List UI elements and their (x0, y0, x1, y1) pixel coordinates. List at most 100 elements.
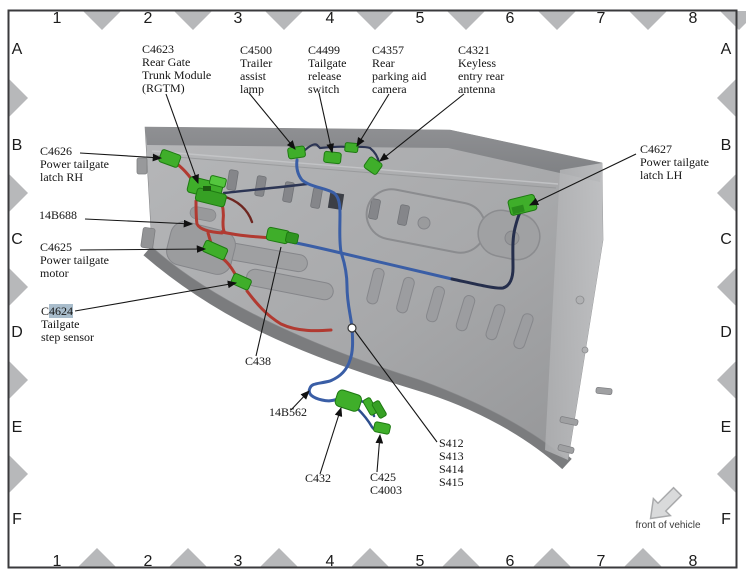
connector-c425-c4003 (373, 421, 391, 435)
grid-boundary-marker (9, 174, 28, 212)
connectors (158, 142, 538, 435)
grid-column-label-bottom: 6 (505, 553, 515, 570)
grid-row-label-left: A (11, 41, 23, 58)
harness-dark-to-latch-LH (450, 207, 524, 290)
connector-c4357 (344, 142, 359, 154)
grid-boundary-marker (169, 548, 207, 567)
tailgate-illustration (136, 126, 613, 470)
leader-c4500 (248, 92, 296, 150)
grid-column-label-bottom: 8 (688, 553, 698, 570)
grid-boundary-marker (351, 548, 389, 567)
grid-boundary-marker (442, 548, 480, 567)
connector-c432 (334, 389, 363, 412)
grid-row-label-left: D (11, 324, 23, 341)
callout-c425-c4003: C425 C4003 (370, 470, 403, 497)
grid-boundary-marker (9, 268, 28, 306)
connector-c4500 (287, 145, 306, 160)
leader-c432 (319, 406, 343, 475)
harness-dark-link (222, 182, 309, 195)
grid-row-label-right: F (721, 511, 731, 528)
grid-column-label-top: 5 (415, 10, 425, 27)
tailgate-right-face (545, 163, 603, 460)
connector-s412-splices (362, 397, 387, 419)
leader-s412 (354, 330, 438, 443)
leader-c4499 (318, 92, 334, 154)
grid-boundary-marker (717, 268, 736, 306)
grid-boundary-marker (447, 11, 485, 30)
callout-c4624-prefix: C (41, 304, 50, 318)
stamped-recesses (166, 188, 541, 301)
callout-c4626-latch-rh: C4626 Power tailgate latch RH (40, 144, 109, 184)
grid-row-label-right: A (720, 41, 732, 58)
grid-markers (9, 11, 746, 567)
grid-column-label-bottom: 4 (325, 553, 335, 570)
callout-c4357-rear-parking-aid-camera: C4357 Rear parking aid camera (372, 43, 427, 96)
grid-row-label-left: E (11, 419, 23, 436)
grid-boundary-marker (533, 548, 571, 567)
grid-row-label-right: D (720, 324, 732, 341)
grid-boundary-marker (9, 455, 28, 493)
callout-14B562-harness: 14B562 (269, 405, 308, 419)
grid-row-label-left: F (12, 511, 22, 528)
grid-column-label-top: 7 (596, 10, 606, 27)
leader-c425 (375, 433, 384, 473)
harness-blue-14B562-trunk (307, 250, 355, 403)
connector-c4625 (201, 239, 229, 261)
grid-boundary-marker (356, 11, 394, 30)
grid-column-label-top: 6 (505, 10, 515, 27)
connector-c4499 (323, 150, 342, 165)
callout-c4623-rgtm: C4623 Rear Gate Trunk Module (RGTM) (142, 42, 212, 95)
grid-boundary-marker (717, 361, 736, 399)
callout-c4321-keyless-entry-antenna: C4321 Keyless entry rear antenna (458, 43, 505, 96)
grid-column-label-bottom: 5 (415, 553, 425, 570)
callout-c4624-tailgate-step-sensor: C4624 Tailgate step sensor (41, 304, 94, 344)
grid-boundary-marker (174, 11, 212, 30)
grid-column-label-top: 2 (143, 10, 153, 27)
connector-c438 (265, 226, 300, 245)
grid-boundary-marker (717, 79, 736, 117)
leader-c4626 (79, 152, 163, 162)
leader-14B562 (290, 390, 310, 411)
callout-c4624-desc: Tailgate step sensor (41, 317, 94, 344)
grid-boundary-marker (717, 455, 736, 493)
grid-row-label-left: C (11, 231, 23, 248)
callout-c4500-trailer-assist-lamp: C4500 Trailer assist lamp (240, 43, 273, 96)
callout-c432: C432 (305, 471, 332, 485)
grid-boundary-marker (629, 11, 667, 30)
callout-c438: C438 (245, 354, 272, 368)
stamped-ribs-lower (366, 267, 534, 350)
grid-row-label-right: B (720, 137, 732, 154)
grid-boundary-marker (717, 174, 736, 212)
callout-c4625-power-tailgate-motor: C4625 Power tailgate motor (40, 240, 109, 280)
callout-c4499-tailgate-release-switch: C4499 Tailgate release switch (308, 43, 347, 96)
callout-c4624-selected-text[interactable]: 4624 (49, 304, 74, 318)
grid-column-label-top: 8 (688, 10, 698, 27)
connector-c4321 (363, 156, 383, 175)
leader-lines (74, 92, 637, 475)
grid-column-label-top: 4 (325, 10, 335, 27)
grid-boundary-marker (624, 548, 662, 567)
grid-boundary-marker (265, 11, 303, 30)
front-of-vehicle-arrow-icon (649, 486, 683, 520)
leader-c4357 (356, 93, 390, 147)
leader-c4627 (529, 153, 637, 206)
connector-c4624 (230, 273, 252, 291)
leader-14B688 (84, 218, 194, 228)
grid-column-label-bottom: 2 (143, 553, 153, 570)
tailgate-top-rail (145, 127, 602, 182)
grid-boundary-marker (720, 11, 746, 30)
grid-column-label-top: 1 (52, 10, 62, 27)
leader-c4625 (79, 245, 207, 253)
splice-location-marker (347, 323, 357, 333)
front-of-vehicle-label: front of vehicle (635, 520, 701, 531)
grid-boundary-marker (538, 11, 576, 30)
grid-row-label-right: C (720, 231, 732, 248)
leader-c4321 (379, 93, 465, 162)
grid-row-label-left: B (11, 137, 23, 154)
callout-14B688-harness: 14B688 (39, 208, 78, 222)
grid-boundary-marker (9, 79, 28, 117)
leader-c4624 (74, 280, 238, 312)
callout-s412-s415-splices: S412 S413 S414 S415 (439, 436, 464, 489)
